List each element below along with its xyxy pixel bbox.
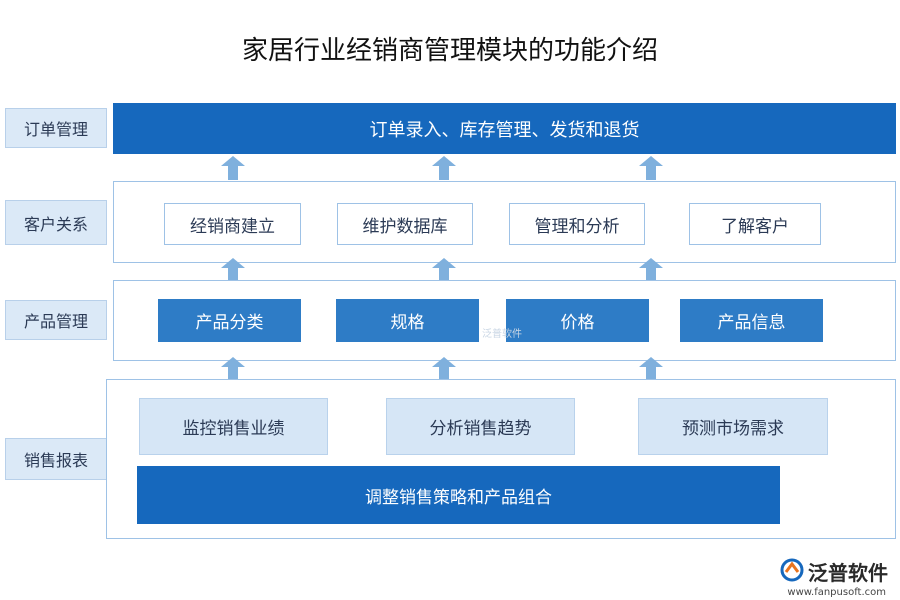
sales-item: 监控销售业绩: [139, 398, 328, 455]
row-label-sales: 销售报表: [5, 438, 107, 480]
watermark: 泛普软件: [482, 329, 522, 340]
row-label-customer: 客户关系: [5, 200, 107, 245]
product-item: 产品信息: [680, 299, 823, 342]
arrow-up-icon: [639, 357, 663, 381]
sales-item: 预测市场需求: [638, 398, 828, 455]
logo-icon: [780, 558, 804, 586]
arrow-up-icon: [221, 258, 245, 282]
customer-item: 经销商建立: [164, 203, 301, 245]
arrow-up-icon: [221, 357, 245, 381]
logo-url: www.fanpusoft.com: [787, 587, 886, 598]
arrow-up-icon: [432, 357, 456, 381]
order-band: 订单录入、库存管理、发货和退货: [113, 103, 896, 154]
sales-item: 分析销售趋势: [386, 398, 575, 455]
brand-logo: 泛普软件: [780, 557, 888, 586]
arrow-up-icon: [432, 258, 456, 282]
product-item: 价格: [506, 299, 649, 342]
arrow-up-icon: [639, 156, 663, 180]
arrow-up-icon: [639, 258, 663, 282]
row-label-product: 产品管理: [5, 300, 107, 340]
product-item: 产品分类: [158, 299, 301, 342]
product-item: 规格: [336, 299, 479, 342]
customer-item: 维护数据库: [337, 203, 473, 245]
logo-name: 泛普软件: [808, 561, 888, 585]
arrow-up-icon: [432, 156, 456, 180]
customer-item: 了解客户: [689, 203, 821, 245]
page-title: 家居行业经销商管理模块的功能介绍: [241, 36, 658, 66]
arrow-up-icon: [221, 156, 245, 180]
sales-band: 调整销售策略和产品组合: [137, 466, 780, 524]
customer-item: 管理和分析: [509, 203, 645, 245]
row-label-order: 订单管理: [5, 108, 107, 148]
